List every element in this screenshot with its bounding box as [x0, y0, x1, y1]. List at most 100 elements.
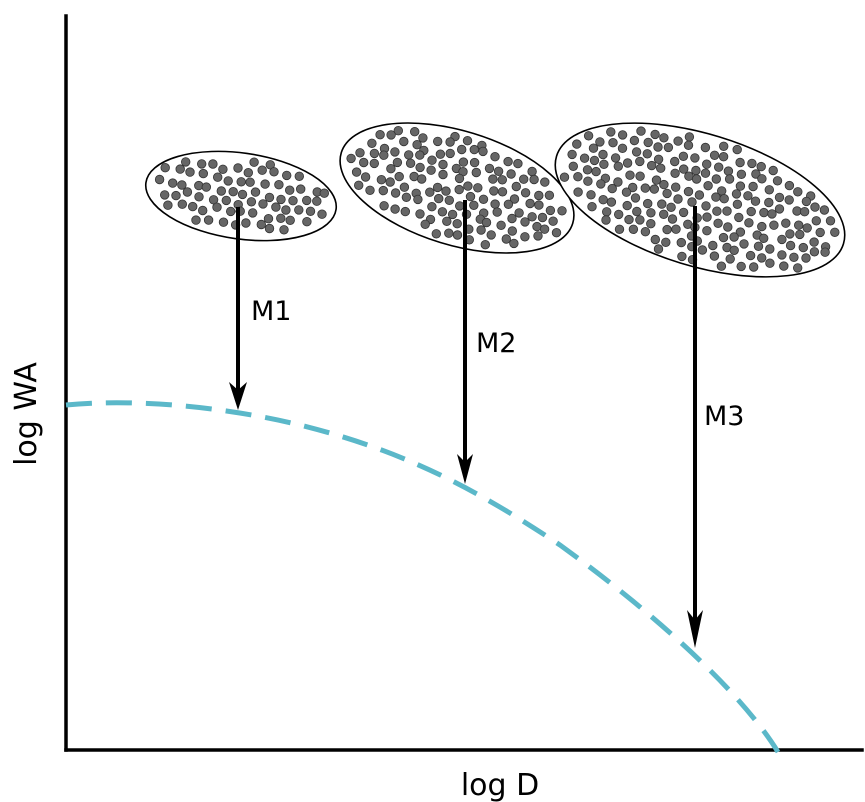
cloud-dot [177, 199, 188, 209]
cloud-dot [610, 153, 621, 163]
cloud-dot [394, 171, 404, 182]
cloud-dot [490, 199, 500, 209]
cloud-dot [241, 218, 251, 228]
cloud-dot [519, 174, 529, 184]
cloud-dot [160, 162, 170, 173]
cloud-dot [216, 186, 227, 196]
arrow-m3: M3 [687, 206, 744, 648]
cloud-dot [662, 188, 672, 199]
cloud-dot [588, 143, 599, 153]
cloud-dot [759, 207, 769, 218]
cloud-dot [208, 159, 218, 169]
cloud-dot [486, 230, 496, 240]
cloud-dot [399, 136, 409, 147]
y-axis-label: log WA [9, 362, 44, 466]
cloud-dot [622, 158, 633, 168]
cloud-dot [410, 126, 420, 137]
cloud-dot [659, 133, 669, 143]
cloud-dot [656, 163, 666, 173]
cloud-dot [454, 173, 465, 184]
cloud-dot [249, 157, 259, 167]
cloud-dot [691, 165, 701, 176]
cloud-dot [478, 146, 488, 157]
cloud-dot [683, 186, 694, 197]
cloud-dot [714, 162, 724, 172]
cloud-dot [529, 174, 539, 185]
cloud-dot [764, 197, 774, 208]
cloud-dot [765, 244, 775, 254]
cloud-dot [683, 140, 694, 151]
cloud-dot [765, 258, 775, 268]
cloud-dot [640, 226, 651, 237]
cloud-dot [662, 224, 672, 235]
cloud-dot [250, 187, 261, 197]
cloud-dot [653, 142, 663, 152]
cloud-dot [386, 130, 396, 140]
cloud-dot [583, 176, 593, 186]
cloud-dot [772, 176, 783, 186]
cloud-dot [753, 241, 764, 252]
cloud-dot [691, 174, 702, 184]
cloud-dot [281, 205, 291, 215]
cloud-dot [282, 170, 292, 181]
cloud-dot [671, 182, 681, 192]
cloud-dot [653, 244, 664, 254]
cloud-dot [438, 159, 448, 170]
cloud-dot [401, 192, 412, 203]
cloud-dot [748, 181, 758, 192]
cloud-dot [509, 194, 520, 204]
cloud-dot [764, 185, 775, 195]
cloud-dot [551, 227, 562, 238]
cloud-dot [305, 206, 316, 217]
cloud-dot [471, 167, 482, 178]
cloud-dot [795, 229, 805, 240]
cloud-dot [678, 151, 689, 162]
cloud-dot [393, 125, 404, 136]
cloud-dot [497, 175, 508, 185]
cloud-dot [757, 253, 767, 263]
cloud-dot [478, 194, 489, 205]
x-axis-label: log D [461, 768, 539, 802]
cloud-dot [473, 183, 483, 193]
cloud-dot [653, 154, 664, 165]
cloud-dot [815, 227, 825, 238]
cloud-dot [613, 177, 623, 187]
cloud-dot [296, 184, 306, 194]
cloud-dot [247, 208, 258, 218]
cloud-dot [809, 237, 819, 247]
cloud-dot [378, 185, 389, 196]
cloud-dot [225, 206, 236, 217]
cloud-dot [507, 226, 518, 236]
cloud-dot [488, 174, 498, 184]
cloud-dot [621, 187, 632, 197]
cloud-dot [725, 254, 735, 264]
cloud-dot [745, 250, 756, 261]
cloud-dot [444, 228, 454, 238]
cloud-dot [455, 201, 465, 211]
cloud-dot [167, 178, 178, 188]
cloud-dot [390, 204, 400, 214]
cloud-dot [793, 187, 803, 197]
cloud-dot [369, 148, 380, 159]
cloud-dot [667, 214, 678, 224]
cloud-dot [263, 213, 274, 224]
cloud-dot [608, 137, 618, 148]
cloud-dot [365, 185, 375, 196]
cloud-dot [607, 183, 617, 194]
arrow-m3-label: M3 [704, 401, 744, 432]
cloud-dot [679, 164, 689, 174]
cloud-dot [625, 170, 635, 180]
cloud-dot [729, 245, 739, 256]
cloud-dot [285, 185, 295, 195]
cloud-dot [462, 135, 473, 146]
cloud-dot [724, 174, 735, 184]
cloud-dot [434, 193, 444, 204]
cloud-dot [632, 206, 642, 217]
cloud-dot [279, 225, 289, 235]
cloud-dot [452, 218, 462, 229]
cloud-dot [723, 222, 733, 232]
cloud-dot [819, 205, 830, 215]
cloud-dot [635, 215, 645, 225]
cloud-dot [635, 171, 645, 181]
cloud-dot [501, 234, 512, 244]
